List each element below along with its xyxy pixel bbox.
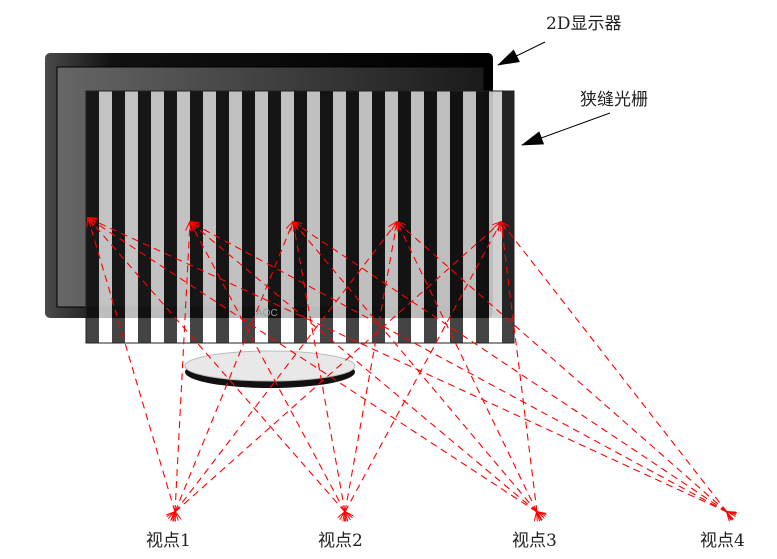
grating-slit: [385, 91, 398, 318]
grating-slit: [489, 91, 502, 318]
grating-bar: [190, 318, 203, 343]
grating-slit: [463, 318, 476, 343]
ray-line: [501, 222, 727, 512]
grating-bar: [268, 91, 281, 318]
ray-line: [397, 222, 727, 512]
grating-slit: [177, 91, 190, 318]
grating-slit: [255, 318, 268, 343]
grating-slit: [255, 91, 268, 318]
grating-bar: [476, 91, 489, 318]
grating-slit: [229, 318, 242, 343]
grating-bar: [164, 318, 177, 343]
grating-slit: [437, 91, 450, 318]
ray-line: [345, 222, 501, 512]
grating-bar: [268, 318, 281, 343]
grating-bar: [242, 91, 255, 318]
grating-bar: [398, 318, 411, 343]
grating-slit: [359, 318, 372, 343]
grating-bar: [476, 318, 489, 343]
grating-slit: [307, 91, 320, 318]
grating-slit: [411, 91, 424, 318]
grating-bar: [320, 91, 333, 318]
slit-grating: [85, 90, 515, 344]
monitor-stand: [184, 350, 356, 388]
grating-bar: [138, 91, 151, 318]
grating-bar: [164, 91, 177, 318]
grating-bar: [372, 91, 385, 318]
grating-slit: [125, 318, 138, 343]
grating-bar: [138, 318, 151, 343]
grating-bar: [294, 318, 307, 343]
display-pointer-arrow: [497, 41, 546, 66]
display-label: 2D显示器: [546, 14, 622, 34]
grating-pointer-arrow: [521, 112, 611, 146]
grating-slit: [437, 318, 450, 343]
grating-bar: [450, 91, 463, 318]
viewpoint-3-label: 视点3: [512, 531, 557, 551]
grating-slit: [411, 318, 424, 343]
grating-bar: [190, 91, 203, 318]
grating-bar: [424, 318, 437, 343]
light-rays: [88, 218, 727, 512]
grating-bar: [424, 91, 437, 318]
grating-bar: [294, 91, 307, 318]
grating-slit: [333, 91, 346, 318]
grating-slit: [151, 91, 164, 318]
monitor-logo: AOC: [256, 308, 278, 319]
grating-bar: [86, 91, 99, 318]
grating-slit: [385, 318, 398, 343]
grating-bar: [398, 91, 411, 318]
grating-slit: [151, 318, 164, 343]
grating-slit: [333, 318, 346, 343]
grating-label: 狭缝光栅: [580, 90, 648, 110]
grating-bar: [502, 91, 514, 318]
grating-slit: [203, 318, 216, 343]
grating-bar: [450, 318, 463, 343]
grating-slit: [281, 318, 294, 343]
grating-slit: [99, 91, 112, 318]
grating-slit: [125, 91, 138, 318]
grating-slit: [489, 318, 502, 343]
viewpoint-2-label: 视点2: [318, 531, 363, 551]
grating-bar: [502, 318, 514, 343]
grating-slit: [359, 91, 372, 318]
grating-slit: [99, 318, 112, 343]
grating-slit: [203, 91, 216, 318]
grating-slit: [281, 91, 294, 318]
grating-slit: [463, 91, 476, 318]
viewpoint-1-label: 视点1: [146, 531, 191, 551]
grating-bar: [346, 91, 359, 318]
grating-bar: [112, 91, 125, 318]
grating-bar: [86, 318, 99, 343]
grating-bar: [216, 318, 229, 343]
viewpoint-4-label: 视点4: [700, 531, 745, 551]
